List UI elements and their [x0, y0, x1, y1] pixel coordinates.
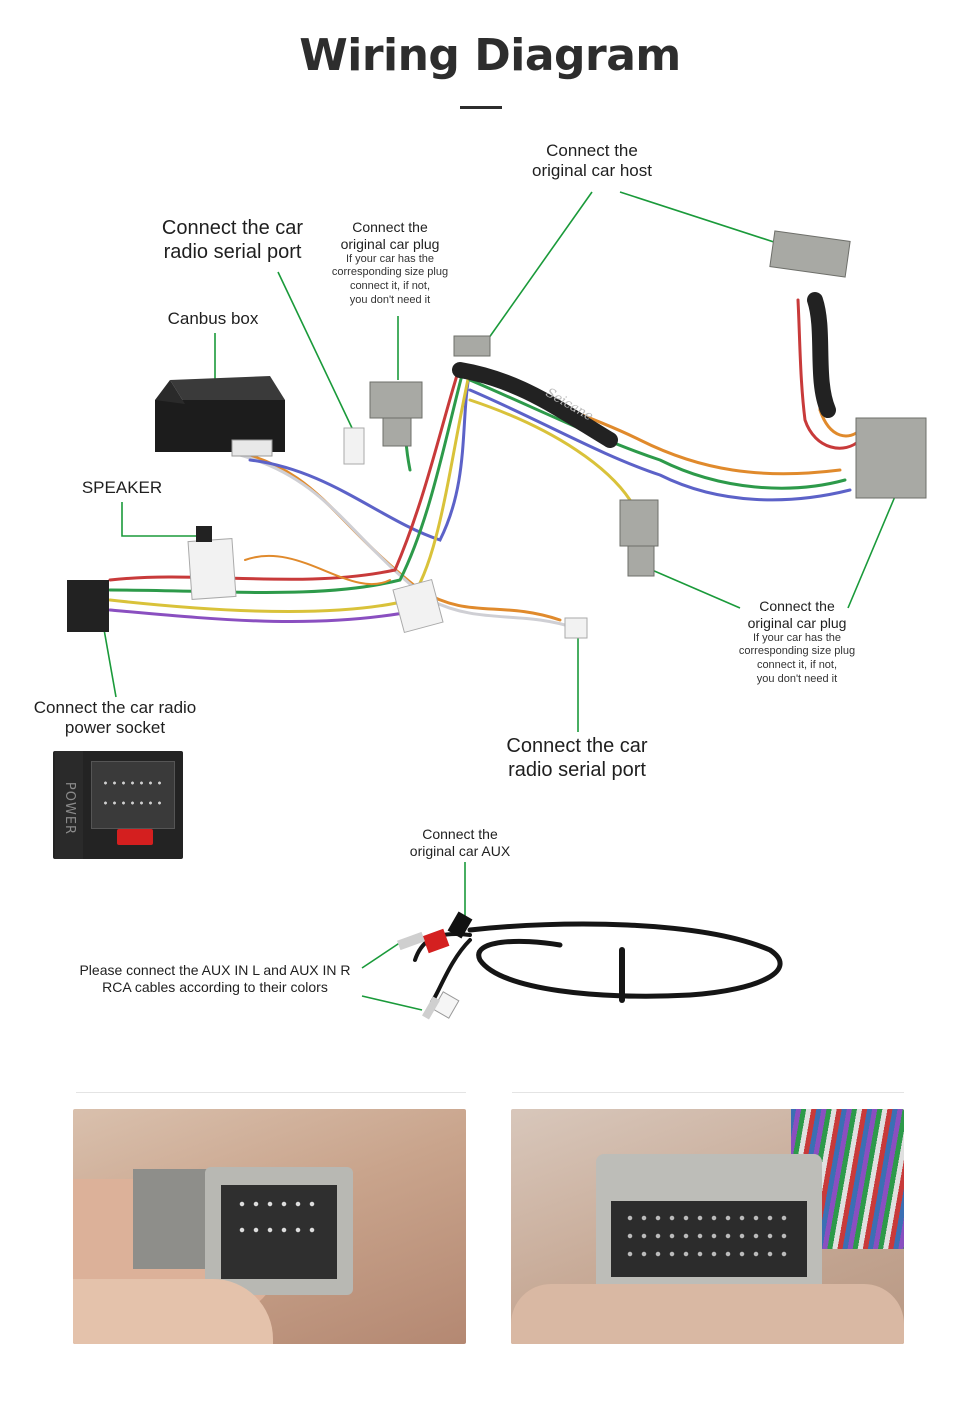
- leader-car-host-right: [619, 191, 781, 245]
- canbus-box: [155, 376, 285, 457]
- power-socket-photo: POWER: [53, 751, 183, 859]
- rca-plugs: [397, 911, 473, 1020]
- white-connectors: [187, 427, 588, 639]
- label-orig-plug-right: Connect the original car plug If your ca…: [738, 598, 856, 685]
- leader-serial-port-top: [277, 271, 353, 429]
- label-power-socket: Connect the car radio power socket: [33, 698, 197, 738]
- page-title: Wiring Diagram: [299, 30, 681, 81]
- harness-tag-2: [392, 578, 444, 634]
- connector-car-host: [769, 230, 851, 278]
- leader-speaker: [121, 502, 198, 537]
- label-aux: Connect the original car AUX: [409, 826, 511, 859]
- leader-orig-plug-right-a: [651, 569, 741, 609]
- leader-rca-a: [361, 939, 405, 969]
- label-serial-port-top: Connect the car radio serial port: [161, 217, 304, 263]
- leader-lines: [101, 191, 897, 1011]
- leader-rca-b: [361, 995, 423, 1011]
- harness-sleeve-main: [452, 362, 618, 448]
- harness-sleeve-right: [807, 292, 836, 418]
- power-text: POWER: [62, 781, 78, 835]
- connector-serial-bottom: [564, 617, 588, 639]
- power-plug: [67, 580, 109, 632]
- separator-right: [512, 1092, 904, 1093]
- connector-orig-plug-right: [619, 499, 659, 547]
- label-serial-port-bottom: Connect the car radio serial port: [506, 735, 648, 781]
- label-rca: Please connect the AUX IN L and AUX IN R…: [79, 962, 351, 995]
- connector-car-host-small: [453, 335, 491, 357]
- harness-tag: [187, 538, 237, 600]
- connector-serial-top: [343, 427, 365, 465]
- label-orig-plug-top: Connect the original car plug If your ca…: [331, 219, 449, 306]
- connector-orig-plug-right-body: [627, 545, 655, 577]
- gray-connectors: [369, 230, 927, 577]
- separator-left: [76, 1092, 466, 1093]
- connector-right-large: [855, 417, 927, 499]
- leader-orig-plug-right-b: [847, 493, 897, 609]
- title-underline: [460, 106, 502, 109]
- connector-photo-left: [73, 1109, 466, 1344]
- leader-car-host-left: [485, 191, 593, 343]
- label-car-host: Connect the original car host: [531, 141, 652, 181]
- label-speaker: SPEAKER: [81, 478, 163, 497]
- speaker-plug: [196, 526, 212, 542]
- label-canbus-box: Canbus box: [167, 309, 259, 328]
- aux-cable: [413, 921, 783, 1004]
- connector-photo-right: [511, 1109, 904, 1344]
- connector-orig-plug-top-body: [382, 417, 412, 447]
- connector-orig-plug-top: [369, 381, 423, 419]
